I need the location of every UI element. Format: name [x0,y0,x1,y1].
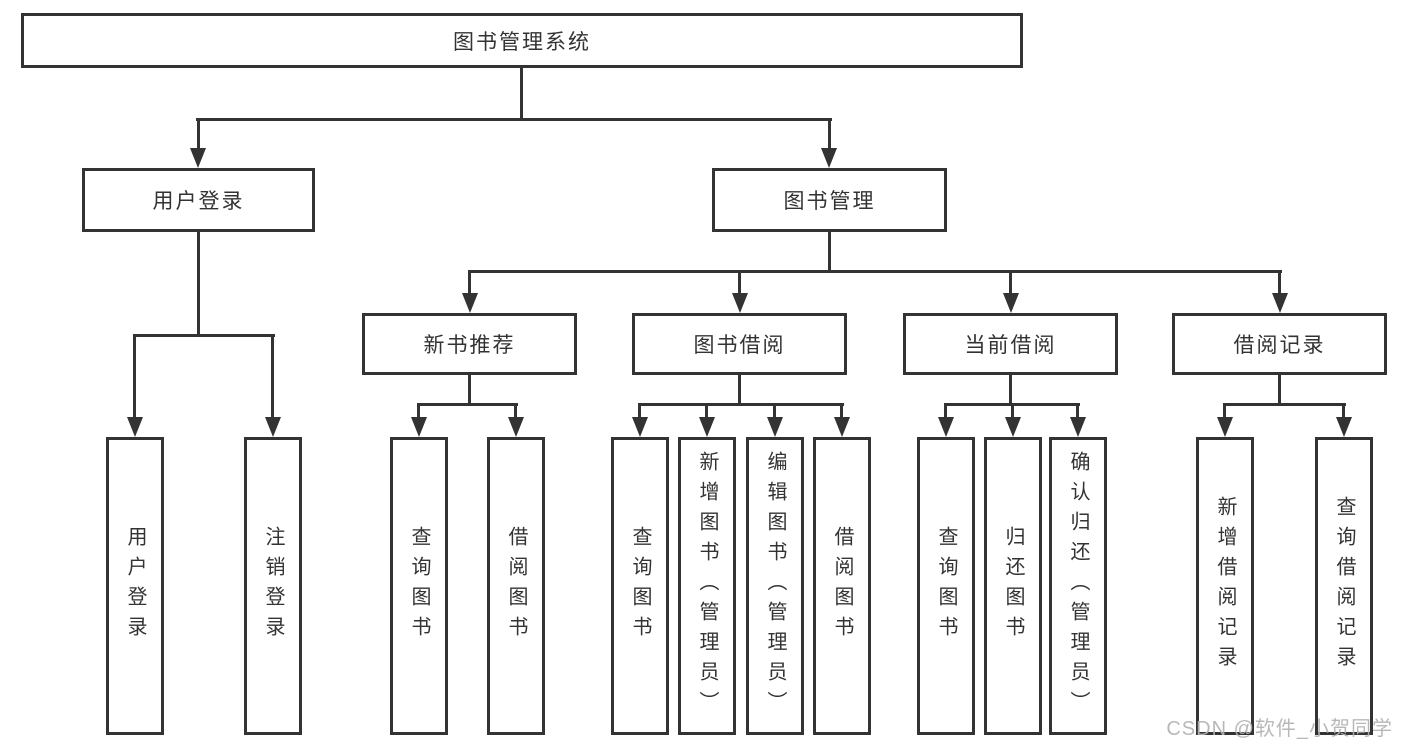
connector-branch-line [638,403,844,406]
node-borrow-books: 借阅图书 [813,437,871,735]
connector-stub [738,272,741,293]
node-library-management-system: 图书管理系统 [21,13,1023,68]
connector-stub [133,336,136,417]
node-logout-action: 注销登录 [244,437,302,735]
node-query-borrow-record: 查询借阅记录 [1315,437,1373,735]
arrow-down-icon [462,293,478,313]
arrow-down-icon [508,417,524,437]
connector-root-branch-line [196,118,832,121]
connector-trunk [1009,375,1012,405]
node-user-login-action: 用户登录 [106,437,164,735]
node-book-management: 图书管理 [712,168,947,232]
node-new-book-recommendation: 新书推荐 [362,313,577,375]
node-return-books: 归还图书 [984,437,1042,735]
arrow-down-icon [1005,417,1021,437]
node-query-books: 查询图书 [390,437,448,735]
connector-stub [828,120,831,148]
node-current-borrowing: 当前借阅 [903,313,1118,375]
arrow-down-icon [834,417,850,437]
connector-stub [1223,405,1226,417]
connector-book-mgmt-trunk [828,232,831,272]
node-edit-books-admin: 编辑图书（管理员） [746,437,804,735]
arrow-down-icon [821,148,837,168]
arrow-down-icon [1272,293,1288,313]
arrow-down-icon [732,293,748,313]
connector-stub [1011,405,1014,417]
connector-user-login-trunk [197,232,200,336]
connector-stub [1278,272,1281,293]
arrow-down-icon [767,417,783,437]
watermark: CSDN @软件_小贺同学 [1166,718,1393,740]
connector-stub [468,272,471,293]
arrow-down-icon [1070,417,1086,437]
arrow-down-icon [1336,417,1352,437]
arrow-down-icon [1003,293,1019,313]
node-add-books-admin: 新增图书（管理员） [678,437,736,735]
node-query-books: 查询图书 [611,437,669,735]
arrow-down-icon [1217,417,1233,437]
connector-stub [1342,405,1345,417]
connector-branch-line [1223,403,1346,406]
connector-stub [514,405,517,417]
node-user-login: 用户登录 [82,168,315,232]
connector-stub [1076,405,1079,417]
connector-stub [271,336,274,417]
connector-trunk [738,375,741,405]
connector-branch-line [944,403,1080,406]
arrow-down-icon [265,417,281,437]
arrow-down-icon [632,417,648,437]
connector-branch-line [133,334,275,337]
connector-stub [944,405,947,417]
connector-stub [638,405,641,417]
connector-trunk [1278,375,1281,405]
arrow-down-icon [190,148,206,168]
node-query-books: 查询图书 [917,437,975,735]
arrow-down-icon [127,417,143,437]
arrow-down-icon [938,417,954,437]
connector-stub [197,120,200,148]
connector-stub [1009,272,1012,293]
node-borrow-books: 借阅图书 [487,437,545,735]
connector-trunk [468,375,471,405]
node-borrowing-records: 借阅记录 [1172,313,1387,375]
arrow-down-icon [411,417,427,437]
node-add-borrow-record: 新增借阅记录 [1196,437,1254,735]
node-confirm-return-admin: 确认归还（管理员） [1049,437,1107,735]
connector-root-trunk [520,68,523,120]
connector-branch-line [468,270,1282,273]
connector-stub [773,405,776,417]
arrow-down-icon [699,417,715,437]
connector-stub [705,405,708,417]
node-book-borrowing: 图书借阅 [632,313,847,375]
connector-branch-line [417,403,518,406]
connector-stub [840,405,843,417]
connector-stub [417,405,420,417]
